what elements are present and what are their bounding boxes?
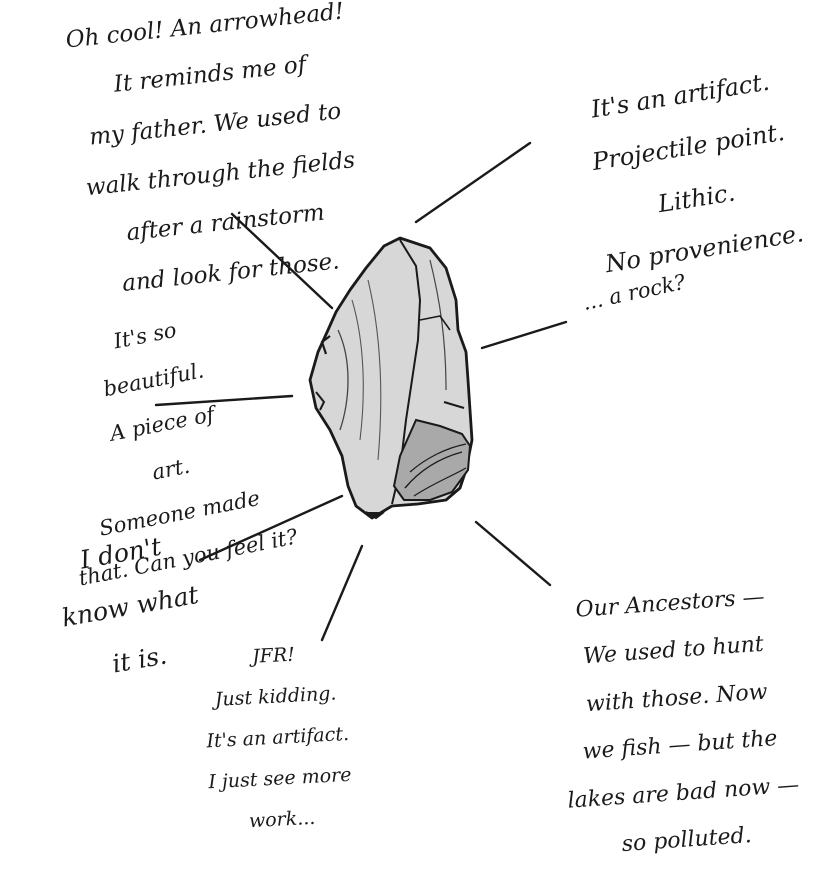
note-line: We used to hunt	[533, 630, 814, 673]
note-line: know what	[44, 578, 216, 634]
illustration-canvas: Oh cool! An arrowhead! It reminds me of …	[0, 0, 816, 767]
note-line: Just kidding.	[175, 681, 376, 712]
note-line: Projectile point.	[548, 113, 816, 182]
note-line: It's an artifact.	[177, 722, 378, 753]
note-line: Our Ancestors —	[530, 582, 811, 625]
pointer-line-ancestors	[476, 522, 550, 585]
note-line: so polluted.	[546, 819, 816, 862]
note-line: with those. Now	[536, 677, 816, 720]
note-line: walk through the fields	[40, 143, 401, 205]
note-line: after a rainstorm	[45, 193, 406, 255]
note-jfr: JFR! Just kidding. It's an artifact. I j…	[172, 620, 384, 856]
note-line: It reminds me of	[30, 44, 391, 106]
pointer-line-rock	[482, 322, 566, 348]
note-arrowhead: Oh cool! An arrowhead! It reminds me of …	[22, 0, 414, 329]
note-line: work...	[182, 804, 383, 835]
note-line: I just see more	[180, 763, 381, 794]
note-line: Oh cool! An arrowhead!	[25, 0, 386, 57]
note-line: I don't	[35, 525, 207, 581]
note-line: my father. We used to	[35, 94, 396, 156]
note-line: lakes are bad now —	[543, 772, 816, 815]
note-ancestors: Our Ancestors — We used to hunt with tho…	[528, 558, 816, 886]
pointer-line-artifact	[416, 143, 530, 222]
note-line: ... a rock?	[581, 270, 688, 314]
note-line: JFR!	[173, 640, 374, 671]
note-line: we fish — but the	[540, 724, 816, 767]
